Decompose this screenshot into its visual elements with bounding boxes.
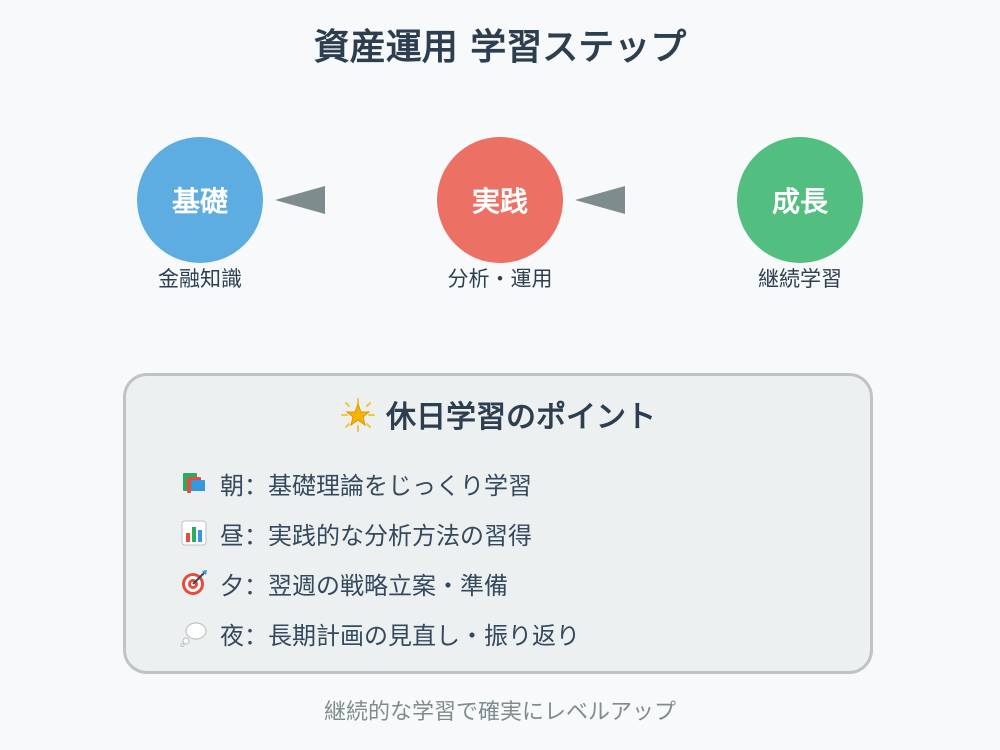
list-item-text: 昼：実践的な分析方法の習得 xyxy=(220,521,532,550)
footer-note: 継続的な学習で確実にレベルアップ xyxy=(323,700,676,725)
books-icon xyxy=(183,473,205,494)
thought-bubble-icon xyxy=(180,622,207,647)
target-icon xyxy=(182,570,207,595)
glowing-star-icon xyxy=(341,398,375,432)
list-item: 夕：翌週の戦略立案・準備 xyxy=(180,558,580,608)
panel-title: 休日学習のポイント xyxy=(126,396,870,440)
list-item: 昼：実践的な分析方法の習得 xyxy=(180,508,580,558)
list-item-text: 夕：翌週の戦略立案・準備 xyxy=(220,571,508,600)
page-title: 資産運用 学習ステップ xyxy=(313,27,687,68)
holiday-points-panel: 休日学習のポイント 朝：基礎理論をじっくり学習 昼：実践的な分析方法の習得 xyxy=(123,373,873,674)
list-item-text: 朝：基礎理論をじっくり学習 xyxy=(220,471,532,500)
step-sub-basics: 金融知識 xyxy=(158,267,242,291)
step-sub-growth: 継続学習 xyxy=(758,267,842,291)
step-circle-basics: 基礎 xyxy=(137,137,263,263)
arrow-left-icon xyxy=(575,186,625,214)
step-circle-growth: 成長 xyxy=(737,137,863,263)
list-item: 夜：長期計画の見直し・振り返り xyxy=(180,608,580,658)
list-item: 朝：基礎理論をじっくり学習 xyxy=(180,458,580,508)
points-list: 朝：基礎理論をじっくり学習 昼：実践的な分析方法の習得 夕：翌週の戦略立案・準備 xyxy=(180,458,580,658)
list-item-text: 夜：長期計画の見直し・振り返り xyxy=(220,621,580,650)
step-sub-practice: 分析・運用 xyxy=(447,267,553,291)
panel-title-text: 休日学習のポイント xyxy=(386,400,656,435)
bar-chart-icon xyxy=(181,520,207,546)
arrow-left-icon xyxy=(275,186,325,214)
step-circle-practice: 実践 xyxy=(437,137,563,263)
